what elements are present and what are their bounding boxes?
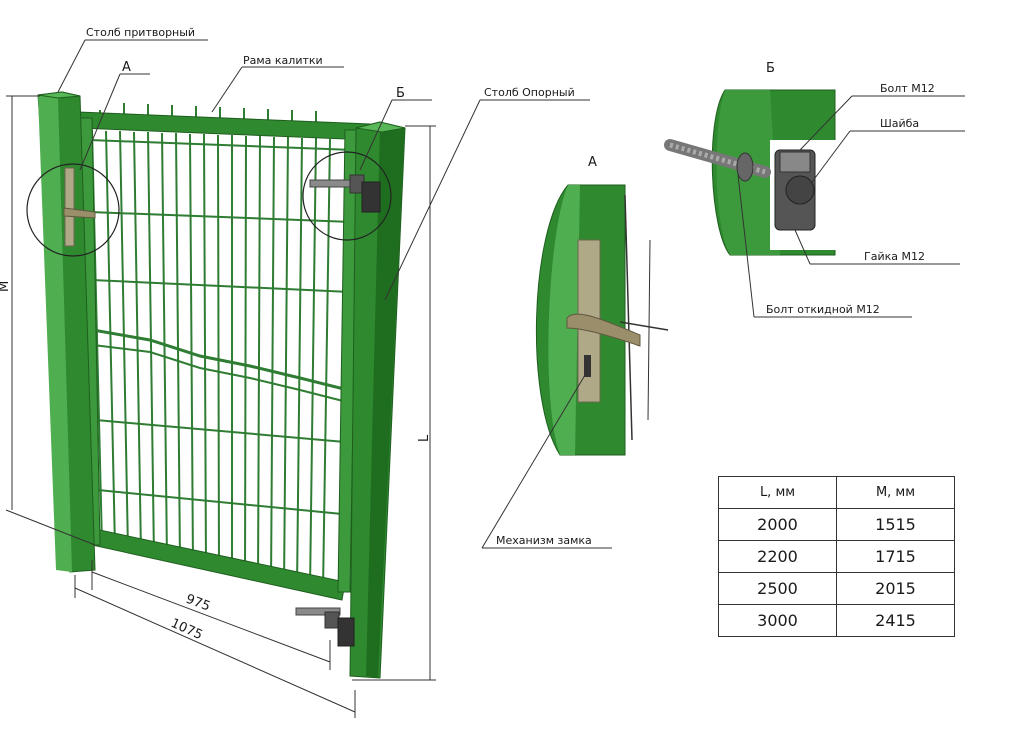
lock-leader: [481, 374, 612, 549]
table-cell: 2415: [836, 604, 955, 637]
table-row: 2000 1515: [718, 508, 955, 541]
table-header-m: M, мм: [836, 476, 955, 509]
table-header-l: L, мм: [718, 476, 837, 509]
table-row: 3000 2415: [718, 604, 955, 637]
detail-a: [535, 184, 669, 456]
label-detail-b: Б: [766, 61, 775, 76]
label-support-post: Столб Опорный: [484, 86, 575, 99]
label-gate-frame: Рама калитки: [243, 54, 323, 67]
top-hinge: [309, 174, 381, 213]
dim-975-label: 975: [184, 592, 213, 615]
table-cell: 2015: [836, 572, 955, 605]
label-callout-a-main: А: [122, 60, 131, 75]
leader-lines: [57, 39, 590, 301]
label-hinge-bolt: Болт откидной М12: [766, 303, 880, 316]
bottom-hinge: [295, 607, 355, 647]
table-cell: 2500: [718, 572, 837, 605]
label-bolt-m12: Болт М12: [880, 82, 935, 95]
support-post: [349, 121, 406, 679]
table-cell: 2000: [718, 508, 837, 541]
mesh-panel: [88, 103, 355, 591]
detail-b: [664, 89, 840, 256]
label-lock-mechanism: Механизм замка: [496, 534, 592, 547]
hinge-leaders: [737, 95, 965, 318]
dim-1075-label: 1075: [168, 616, 204, 643]
table-cell: 2200: [718, 540, 837, 573]
label-nut-m12: Гайка М12: [864, 250, 925, 263]
gate-assembly: [26, 91, 406, 679]
label-callout-b-main: Б: [396, 86, 405, 101]
callout-circle-a: [26, 163, 120, 257]
dim-m-label: M: [0, 281, 12, 292]
frame-right-rail: [337, 129, 359, 593]
dimensions-table: L, мм M, мм 2000 1515 2200 1715 2500 201…: [718, 476, 955, 637]
callout-circle-b: [302, 151, 392, 241]
label-latch-post: Столб притворный: [86, 26, 195, 39]
table-cell: 3000: [718, 604, 837, 637]
dim-l-label: L: [417, 434, 432, 442]
latch-handle: [63, 167, 96, 247]
dimension-lines: [5, 95, 436, 718]
label-detail-a: А: [588, 155, 597, 170]
table-header-row: L, мм M, мм: [718, 476, 955, 509]
table-cell: 1715: [836, 540, 955, 573]
table-row: 2500 2015: [718, 572, 955, 605]
label-washer: Шайба: [880, 117, 919, 130]
table-cell: 1515: [836, 508, 955, 541]
table-row: 2200 1715: [718, 540, 955, 573]
